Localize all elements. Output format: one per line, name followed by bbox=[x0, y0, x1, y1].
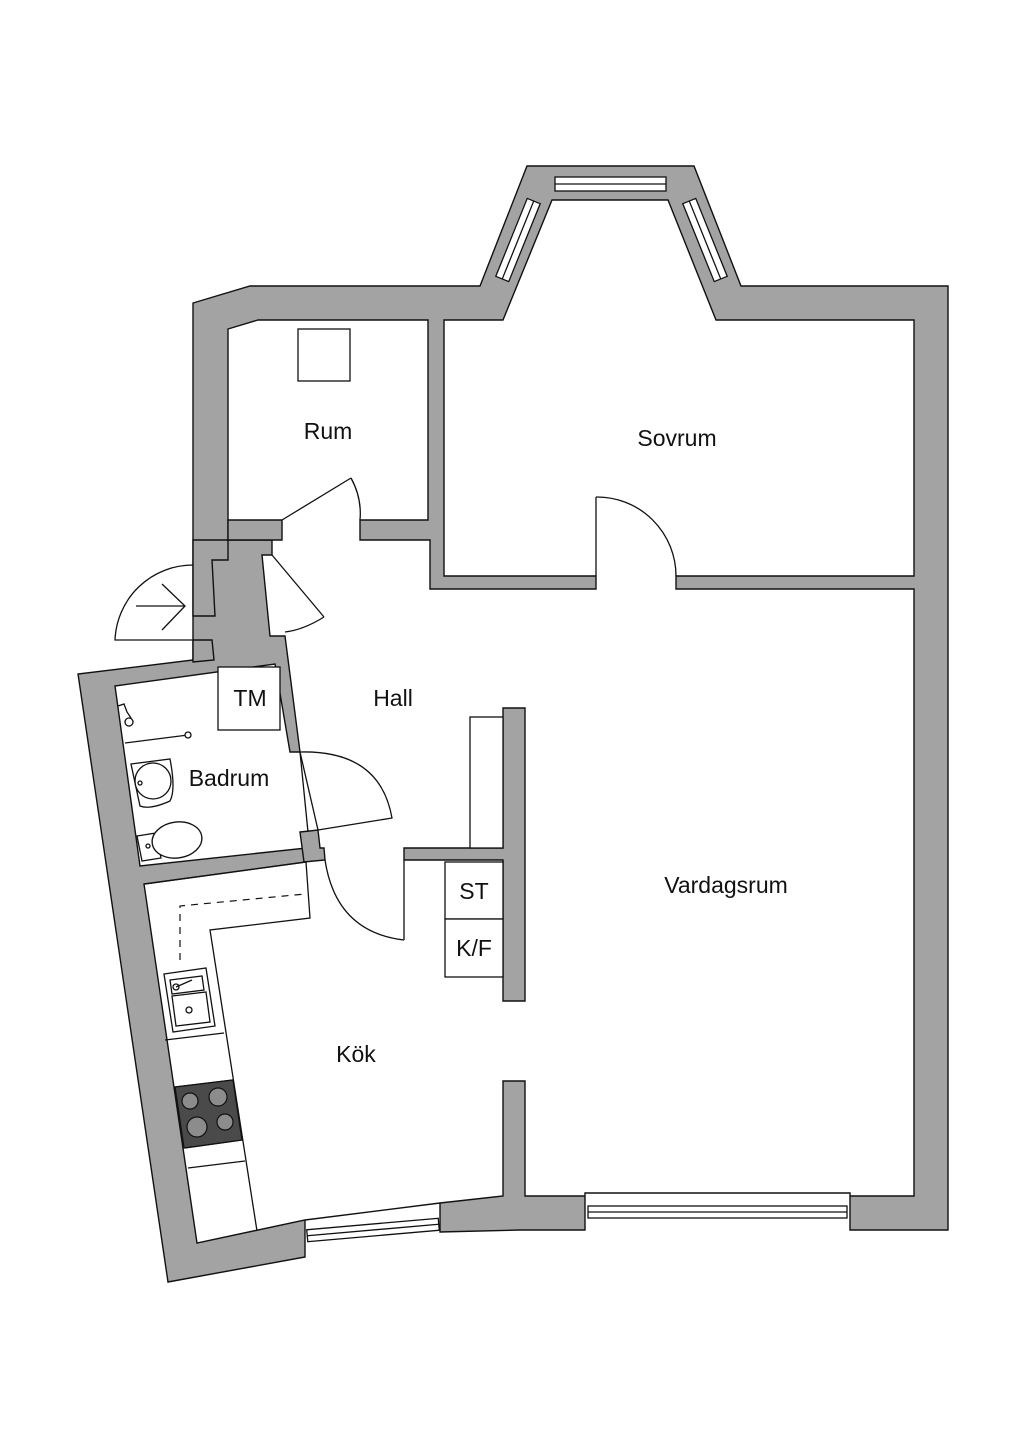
kitchen-counter bbox=[144, 861, 311, 1232]
hall-door-leaf bbox=[271, 554, 325, 618]
toilet-icon bbox=[136, 821, 203, 862]
badrum-door-leaf bbox=[299, 751, 309, 833]
rum-door-swing bbox=[350, 477, 361, 521]
st-cabinet bbox=[444, 861, 504, 920]
stove-icon bbox=[174, 1079, 243, 1149]
rum-chimney bbox=[297, 328, 351, 382]
outer-wall bbox=[77, 165, 949, 1283]
kitchen-upper-cabinets bbox=[179, 893, 306, 960]
label-st: ST bbox=[459, 878, 488, 904]
label-sovrum: Sovrum bbox=[637, 425, 716, 451]
shower-icon bbox=[117, 703, 192, 744]
label-badrum: Badrum bbox=[189, 765, 270, 791]
windows bbox=[306, 176, 848, 1243]
kitchen-sink-icon bbox=[163, 967, 216, 1033]
label-kf: K/F bbox=[456, 935, 492, 961]
label-rum: Rum bbox=[304, 418, 353, 444]
label-vardagsrum: Vardagsrum bbox=[664, 872, 788, 898]
kok-door-swing bbox=[324, 859, 405, 941]
label-kok: Kök bbox=[336, 1041, 376, 1067]
sovrum-door-swing bbox=[595, 496, 677, 577]
entrance-door bbox=[114, 564, 194, 641]
entrance-arrow-icon bbox=[136, 583, 186, 631]
rum-wall-left bbox=[227, 519, 283, 541]
washbasin-icon bbox=[130, 758, 174, 808]
badrum-door-swing bbox=[299, 751, 393, 831]
hall-door-swing bbox=[284, 616, 325, 633]
badrum-door-leaf-2 bbox=[299, 751, 319, 831]
label-hall: Hall bbox=[373, 685, 413, 711]
rum-door-leaf bbox=[281, 477, 352, 521]
label-tm: TM bbox=[233, 685, 266, 711]
tm-box bbox=[217, 666, 281, 731]
entrance-wall-lower bbox=[192, 639, 215, 663]
bath-kitchen-wall bbox=[299, 829, 326, 863]
doors bbox=[114, 477, 677, 941]
kf-cabinet bbox=[444, 918, 504, 978]
wardrobe bbox=[469, 716, 504, 849]
